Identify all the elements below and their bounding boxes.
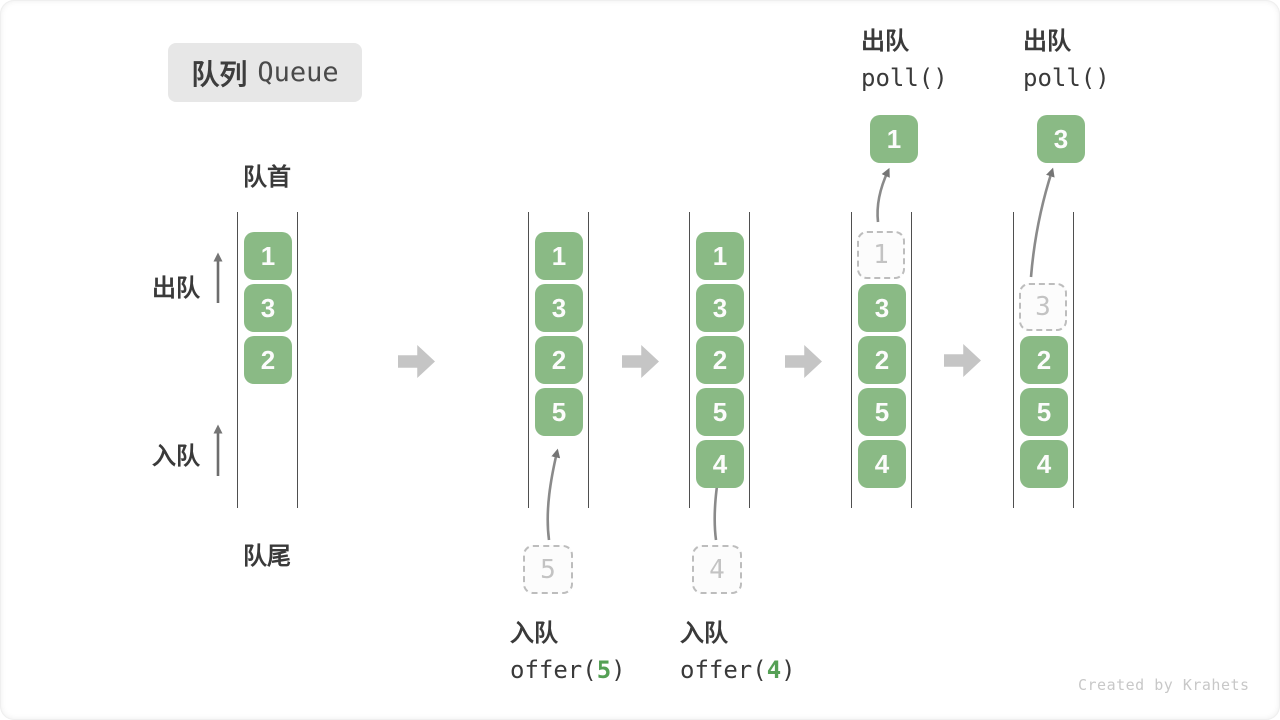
- enqueue-input-ghost-box: 4: [692, 545, 742, 594]
- state-transition-arrow-icon: [622, 345, 659, 378]
- code-fn: offer(: [510, 656, 597, 684]
- code-close: ): [611, 656, 626, 684]
- queue-box: 1: [244, 232, 292, 280]
- code-arg: 5: [596, 656, 612, 684]
- state-transition-arrow-icon: [785, 345, 822, 378]
- offer-op-zh: 入队: [680, 620, 728, 647]
- queue-box: 5: [1020, 388, 1068, 436]
- queue-box: 5: [696, 388, 744, 436]
- state-transition-arrow-icon: [398, 345, 435, 378]
- queue-box: 3: [858, 284, 906, 332]
- state-transition-arrow-icon: [944, 344, 981, 377]
- poll-op-label-2: 出队 poll(): [1023, 28, 1110, 93]
- polled-value-box: 3: [1037, 115, 1085, 163]
- watermark: Created by Krahets: [1078, 676, 1250, 694]
- queue-box: 2: [244, 336, 292, 384]
- code-fn: offer(: [680, 656, 767, 684]
- dequeued-ghost-box: 3: [1019, 283, 1067, 331]
- offer-op-label-2: 入队 offer(4): [680, 620, 796, 685]
- title-zh: 队列: [191, 58, 248, 90]
- dequeued-ghost-box: 1: [857, 231, 905, 279]
- queue-box: 3: [535, 284, 583, 332]
- poll-op-zh: 出队: [861, 28, 909, 55]
- code-arg: 4: [766, 656, 782, 684]
- queue-channel-2: [528, 212, 589, 508]
- poll-op-code: poll(): [861, 64, 948, 92]
- queue-box: 1: [535, 232, 583, 280]
- code-close: ): [781, 656, 796, 684]
- offer-op-code: offer(5): [510, 656, 626, 684]
- queue-box: 3: [244, 284, 292, 332]
- queue-box: 1: [696, 232, 744, 280]
- poll-op-code: poll(): [1023, 64, 1110, 92]
- queue-channel-3: [689, 212, 750, 508]
- queue-box: 4: [1020, 440, 1068, 488]
- offer-op-label-1: 入队 offer(5): [510, 620, 626, 685]
- queue-box: 5: [535, 388, 583, 436]
- poll-op-label-1: 出队 poll(): [861, 28, 948, 93]
- queue-box: 5: [858, 388, 906, 436]
- queue-box: 3: [696, 284, 744, 332]
- queue-box: 2: [535, 336, 583, 384]
- label-queue-rear: 队尾: [243, 543, 291, 570]
- label-enqueue-side: 入队: [152, 443, 200, 470]
- queue-channel-5: [1013, 212, 1074, 508]
- queue-box: 4: [696, 440, 744, 488]
- queue-channel-4: [851, 212, 912, 508]
- queue-box: 2: [1020, 336, 1068, 384]
- queue-box: 2: [696, 336, 744, 384]
- title-badge: 队列 Queue: [168, 43, 362, 102]
- queue-box: 2: [858, 336, 906, 384]
- label-dequeue-side: 出队: [152, 275, 200, 302]
- enqueue-input-ghost-box: 5: [523, 545, 573, 594]
- polled-value-box: 1: [870, 115, 918, 163]
- queue-channel-1: [237, 212, 298, 508]
- label-queue-front: 队首: [243, 164, 291, 191]
- title-en: Queue: [257, 57, 339, 88]
- queue-box: 4: [858, 440, 906, 488]
- offer-op-code: offer(4): [680, 656, 796, 684]
- offer-op-zh: 入队: [510, 620, 558, 647]
- poll-op-zh: 出队: [1023, 28, 1071, 55]
